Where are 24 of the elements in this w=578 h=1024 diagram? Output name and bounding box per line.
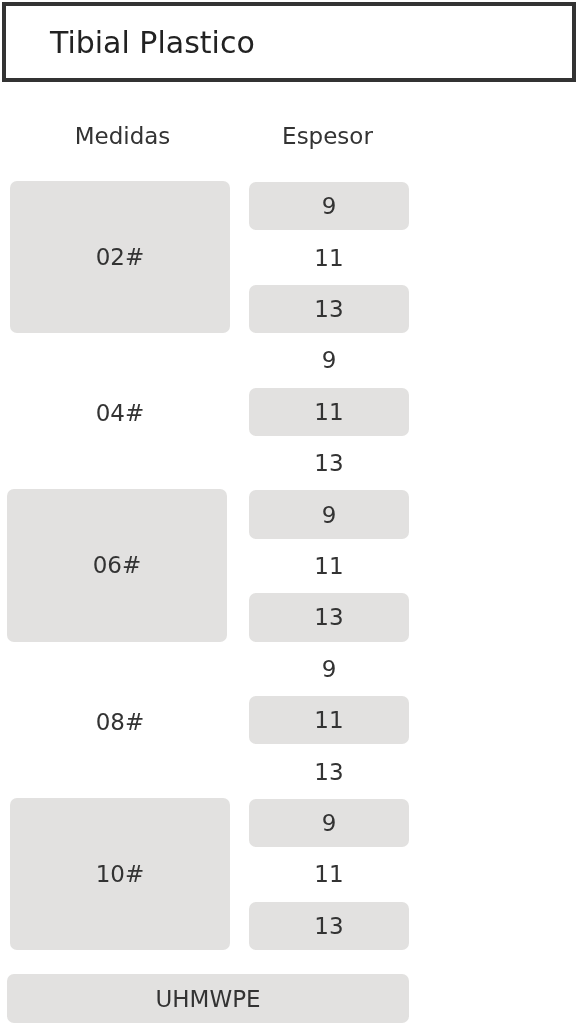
column-header: Medidas <box>73 122 172 151</box>
shaded-cell: 06# <box>7 489 227 642</box>
shaded-cell: 02# <box>10 181 230 334</box>
shaded-cell: 9 <box>249 490 409 539</box>
column-header: Espesor <box>281 122 374 151</box>
thickness-label: 9 <box>320 654 338 684</box>
thickness-label: 11 <box>313 552 345 581</box>
shaded-cell: 13 <box>249 593 409 642</box>
shaded-cell: 9 <box>249 182 409 231</box>
shaded-cell: 10# <box>10 797 230 950</box>
size-label: 04# <box>94 399 146 429</box>
size-label: 08# <box>94 707 146 737</box>
shaded-cell: 13 <box>249 284 409 334</box>
thickness-label: 13 <box>313 757 345 787</box>
shaded-cell: 13 <box>249 901 409 950</box>
title-box: Tibial Plastico <box>2 2 576 82</box>
thickness-label: 9 <box>320 346 338 376</box>
thickness-label: 11 <box>313 243 345 273</box>
shaded-cell: 11 <box>249 387 409 436</box>
shaded-cell: 9 <box>249 798 409 848</box>
shaded-cell: 11 <box>249 696 409 745</box>
thickness-label: 11 <box>313 860 345 890</box>
material-bar: UHMWPE <box>7 974 409 1023</box>
thickness-label: 13 <box>313 449 345 479</box>
